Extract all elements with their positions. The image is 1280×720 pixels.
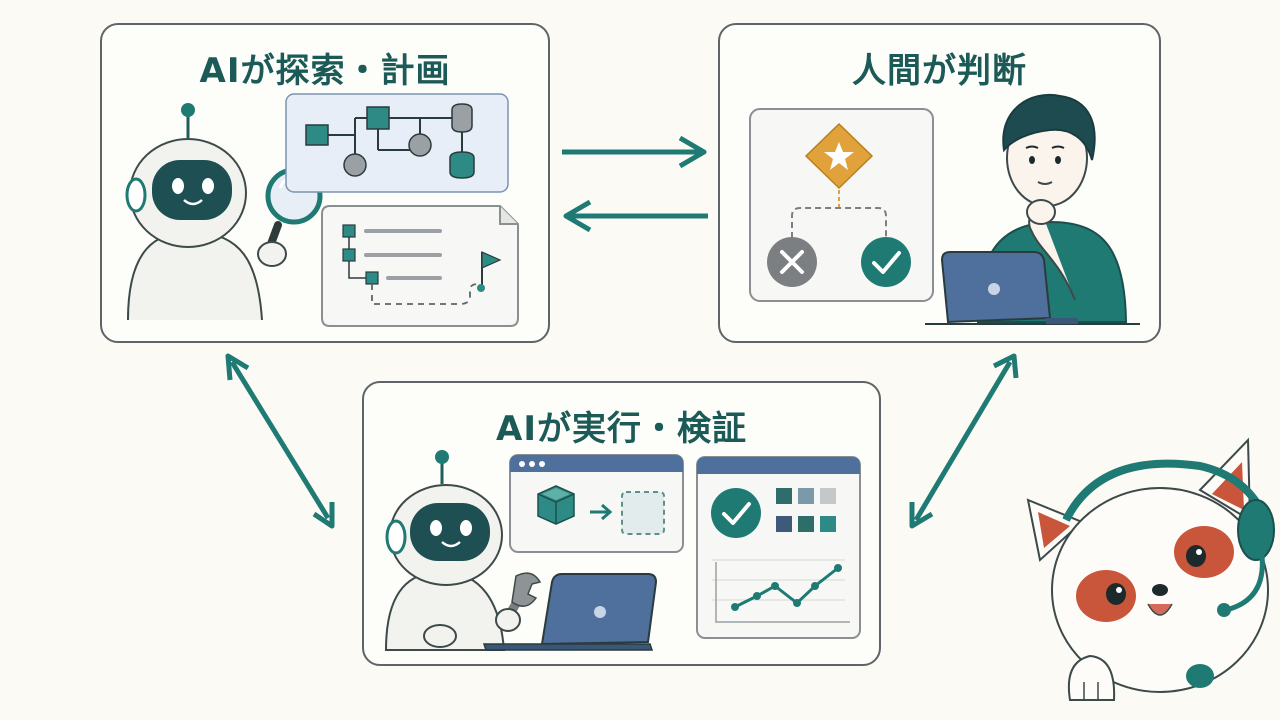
arrow-to-ai: [563, 199, 708, 233]
mascot-red-panda-icon: [1026, 437, 1275, 701]
plan-document-card: [321, 205, 519, 327]
arrow-to-human: [562, 135, 707, 169]
dashboard-card: [696, 456, 861, 639]
laptop-icon: [482, 573, 658, 651]
flowchart-card: [285, 93, 509, 193]
wrench-icon: [495, 572, 542, 632]
browser-window-card: [509, 454, 684, 553]
arrow-explore-execute: [225, 353, 335, 529]
robot-explorer-icon: [125, 103, 323, 321]
panel-title-explore-plan: AIが探索・計画: [199, 51, 451, 91]
laptop-icon: [925, 251, 1140, 325]
panel-title-human-judge: 人間が判断: [852, 51, 1027, 91]
arrow-human-execute: [909, 353, 1019, 529]
panel-title-execute-verify: AIが実行・検証: [496, 409, 747, 449]
decision-card: [749, 108, 934, 302]
robot-executor-icon: [384, 450, 506, 651]
